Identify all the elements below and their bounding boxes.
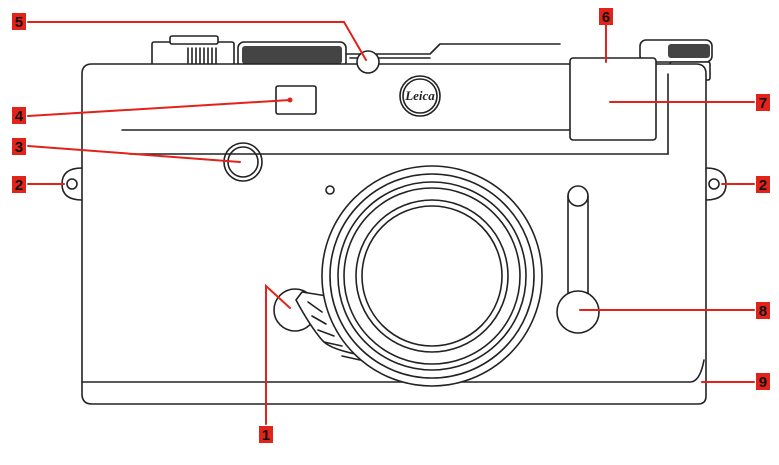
brightline-window (356, 50, 380, 74)
callout-2-right-label: 2 (759, 177, 767, 194)
leica-logo (399, 75, 441, 117)
callout-9-label: 9 (759, 374, 767, 391)
leader-1 (265, 283, 291, 425)
lens-mount (321, 165, 543, 387)
brand-logo-text: Leica (404, 88, 435, 103)
callout-5-label: 5 (15, 14, 23, 31)
callout-leaders (27, 21, 755, 425)
camera-body-drawing (61, 35, 727, 405)
callout-2-right: 2 (756, 176, 770, 194)
callout-2-left: 2 (12, 176, 26, 194)
callout-7-label: 7 (759, 95, 767, 112)
callout-6-label: 6 (602, 9, 610, 26)
callout-3-label: 3 (15, 139, 23, 156)
callout-7: 7 (756, 94, 770, 112)
callout-1: 1 (259, 426, 273, 444)
frame-selector-lever (556, 185, 600, 334)
callout-6: 6 (599, 8, 613, 26)
left-top-housing (151, 35, 235, 67)
callout-4-label: 4 (15, 108, 24, 125)
leader-5 (27, 21, 367, 61)
leader-4 (27, 99, 291, 117)
viewfinder-window (569, 57, 657, 141)
leader-3 (27, 145, 241, 163)
callout-5: 5 (12, 13, 26, 31)
shutter-speed-dial (237, 41, 347, 69)
callout-3: 3 (12, 138, 26, 156)
callout-4: 4 (12, 107, 26, 125)
callout-9: 9 (756, 373, 770, 391)
callout-8: 8 (756, 302, 770, 320)
callout-8-label: 8 (759, 303, 767, 320)
callout-badges: 1 2 2 3 4 5 6 7 (12, 8, 770, 444)
callout-2-left-label: 2 (15, 177, 23, 194)
callout-1-label: 1 (262, 427, 270, 444)
